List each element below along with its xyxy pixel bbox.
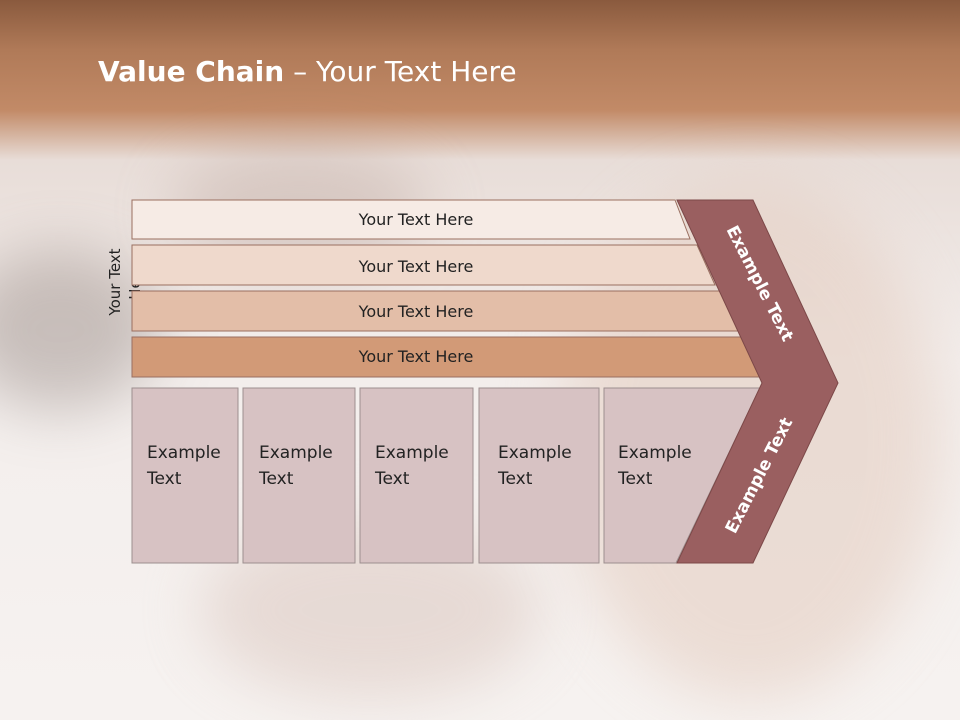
box-label-2a: Example — [259, 443, 333, 463]
box-3 — [359, 387, 474, 564]
slide-title: Value Chain – Your Text Here — [98, 55, 517, 88]
box-label-1a: Example — [147, 443, 221, 463]
box-label-4a: Example — [498, 443, 572, 463]
box-label-4b: Text — [497, 469, 533, 489]
bar-2 — [131, 244, 716, 286]
refl-label-2b: Text — [258, 639, 294, 659]
box-label-5b: Text — [617, 469, 653, 489]
box-4 — [478, 387, 600, 564]
refl-label-4b: Text — [497, 639, 533, 659]
box-1 — [131, 387, 239, 564]
reflection: Example Text Example Text Example Text E… — [131, 564, 761, 720]
title-rest: – Your Text Here — [284, 55, 517, 88]
refl-label-5a: Example — [618, 665, 692, 685]
refl-label-5b: Text — [617, 639, 653, 659]
box-label-3b: Text — [374, 469, 410, 489]
bar-1 — [131, 199, 691, 240]
chevron-arrow — [676, 199, 839, 564]
refl-label-3a: Example — [375, 665, 449, 685]
box-label-5a: Example — [618, 443, 692, 463]
boxes — [131, 387, 761, 564]
bar-label-4: Your Text Here — [358, 347, 474, 366]
refl-label-1a: Example — [147, 665, 221, 685]
bar-label-2: Your Text Here — [358, 257, 474, 276]
box-2 — [242, 387, 356, 564]
refl-label-1b: Text — [146, 639, 182, 659]
box-label-1b: Text — [146, 469, 182, 489]
refl-label-3b: Text — [374, 639, 410, 659]
refl-label-2a: Example — [259, 665, 333, 685]
refl-label-4a: Example — [498, 665, 572, 685]
bar-label-1: Your Text Here — [358, 210, 474, 229]
bar-label-3: Your Text Here — [358, 302, 474, 321]
box-5 — [603, 387, 761, 564]
title-bold: Value Chain — [98, 55, 285, 88]
box-label-3a: Example — [375, 443, 449, 463]
box-label-2b: Text — [258, 469, 294, 489]
